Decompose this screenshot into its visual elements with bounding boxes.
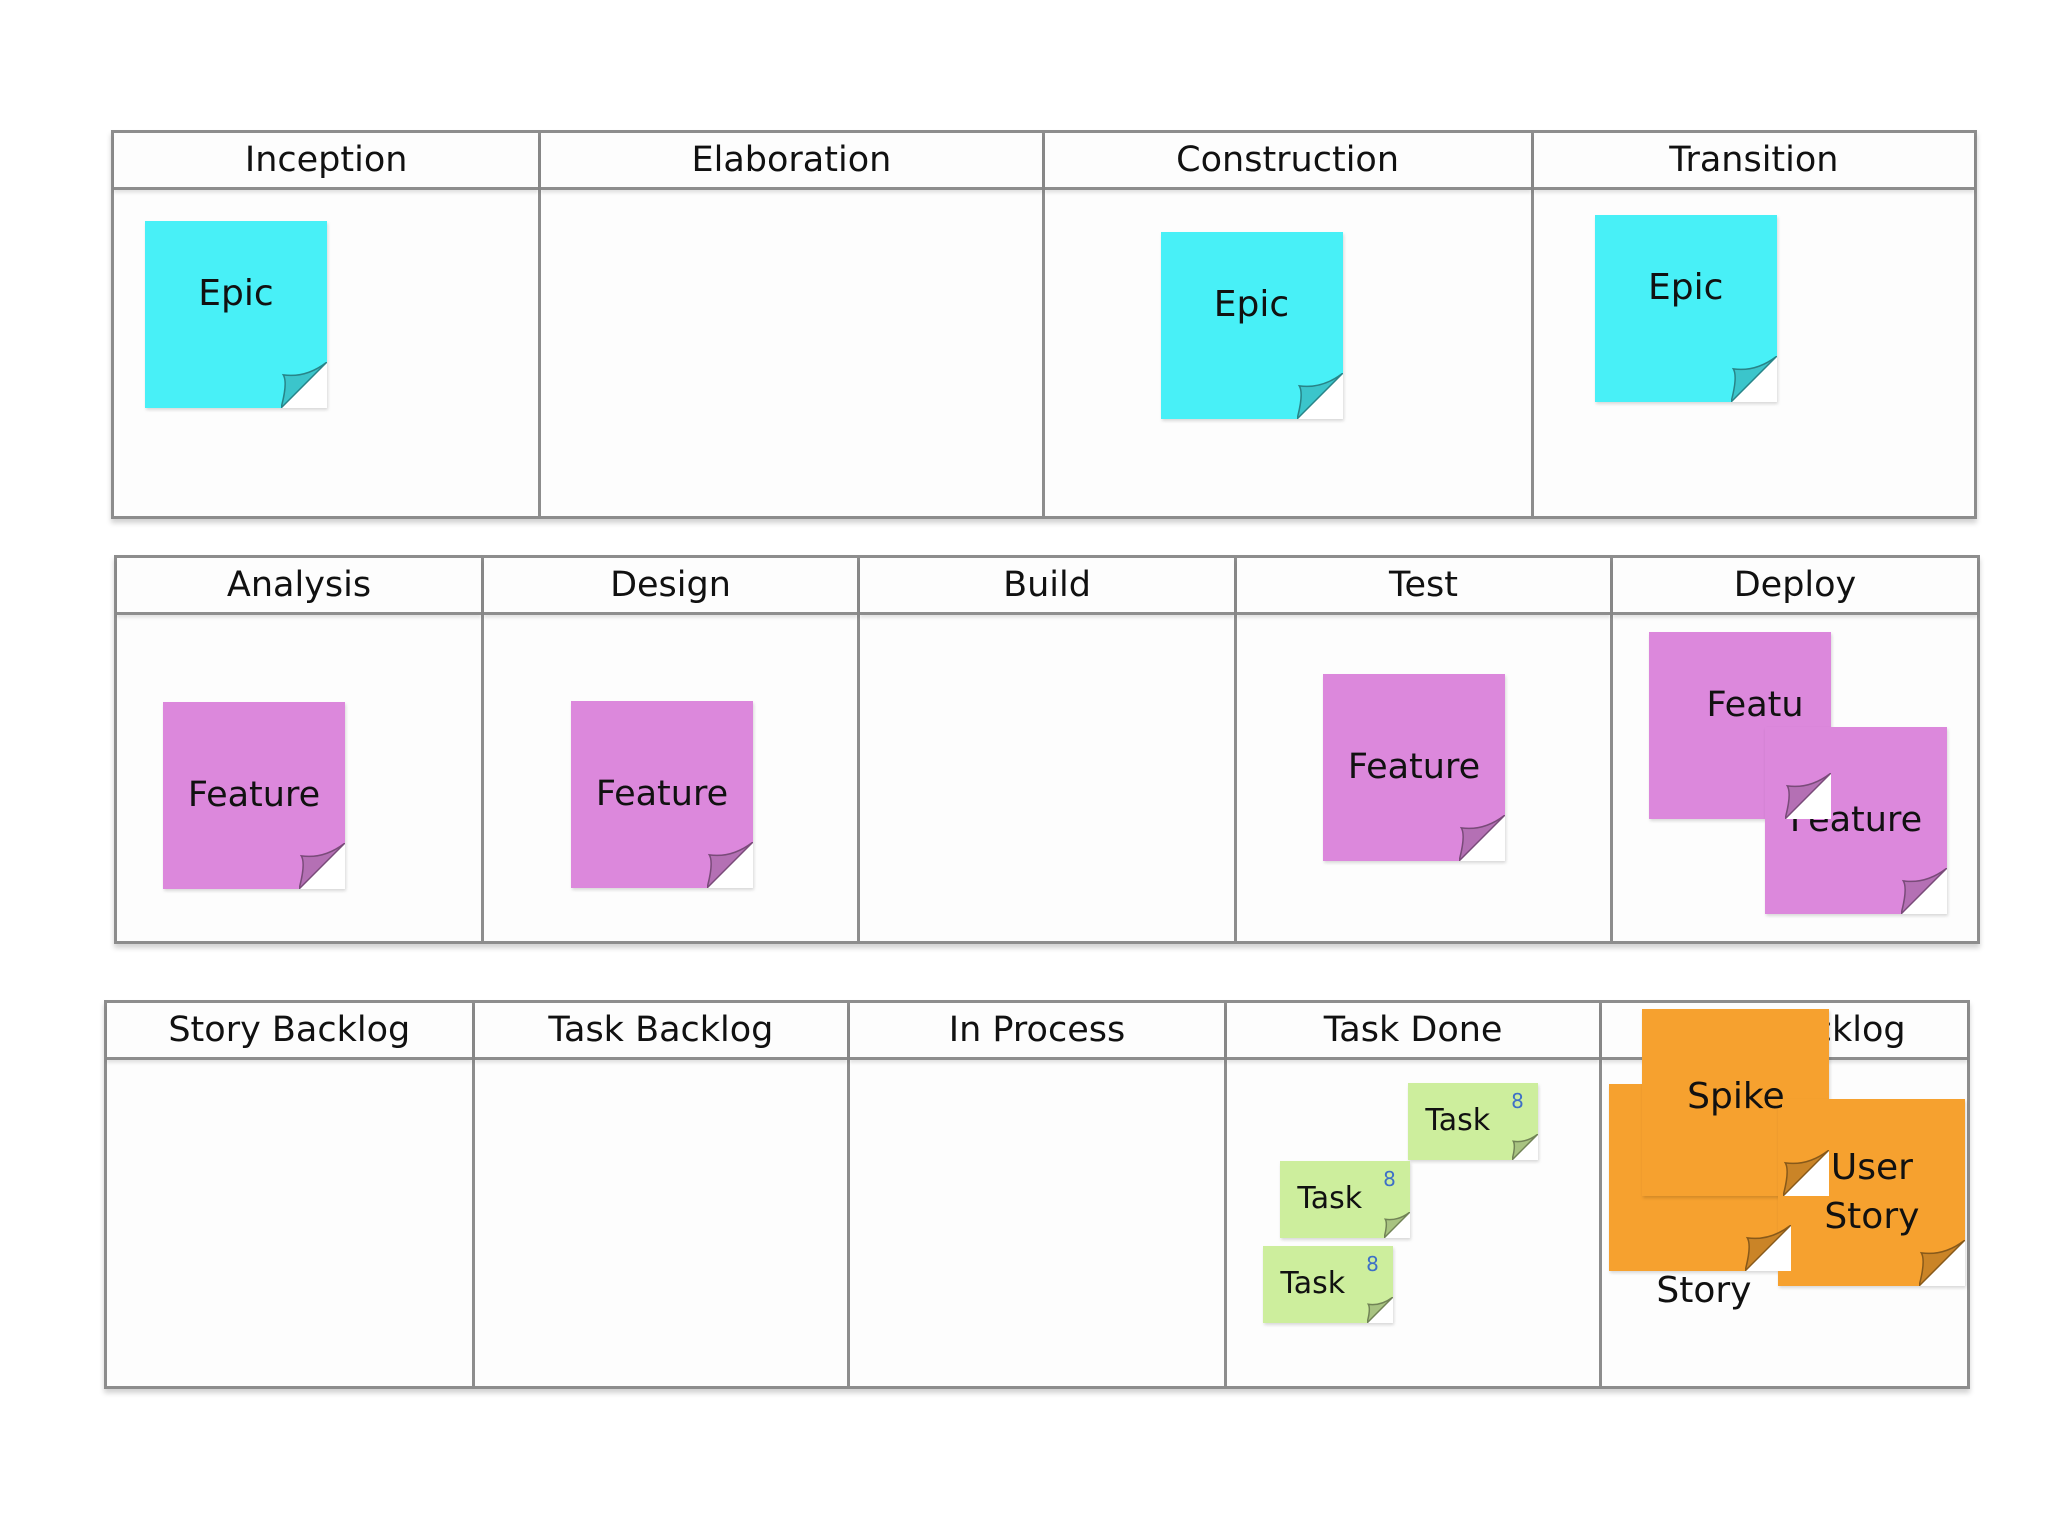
task-estimate-badge: 8 — [1383, 1167, 1396, 1191]
task-sticky-note[interactable]: Task 8 — [1407, 1083, 1538, 1160]
note-label: Epic — [1213, 284, 1290, 326]
page-curl-icon — [281, 362, 327, 408]
note-label: Task — [1280, 1266, 1346, 1302]
feature-sticky-note[interactable]: Feature — [1323, 674, 1505, 861]
page-curl-icon — [1511, 1134, 1538, 1160]
page-curl-icon — [707, 842, 753, 888]
column-header: Transition — [1533, 133, 1974, 190]
task-sticky-note[interactable]: Task 8 — [1279, 1161, 1410, 1238]
page-curl-icon — [299, 843, 345, 889]
note-label: Epic — [1648, 267, 1724, 309]
user-story-sticky-note[interactable]: User Story — [1778, 1099, 1966, 1286]
task-estimate-badge: 8 — [1366, 1252, 1379, 1276]
task-sticky-note[interactable]: Task 8 — [1262, 1246, 1393, 1323]
note-label-line: Story — [1824, 1195, 1920, 1237]
column-task-backlog: Task Backlog — [474, 1003, 851, 1386]
column-header: Task Done — [1226, 1003, 1600, 1060]
column-task-done: Task Done Task 8 Task 8 Task 8 — [1226, 1003, 1603, 1386]
epic-sticky-note[interactable]: Epic — [1594, 215, 1777, 402]
column-header: Build — [860, 558, 1234, 615]
delivery-board: Analysis Feature Design Feature Build Te… — [114, 555, 1980, 944]
note-label: Feature — [1347, 746, 1481, 787]
column-header: Story Backlog — [107, 1003, 472, 1060]
note-label: Feature — [595, 773, 729, 814]
column-construction: Construction Epic — [1044, 133, 1534, 516]
spike-story-label-line2: Story — [1656, 1270, 1752, 1311]
column-transition: Transition Epic — [1533, 133, 1974, 516]
feature-sticky-note[interactable]: Feature — [571, 701, 753, 888]
page-curl-icon — [1383, 1212, 1410, 1238]
column-header: Deploy — [1613, 558, 1977, 615]
iteration-board: Story Backlog Task Backlog In Process Ta… — [104, 1000, 1970, 1389]
column-test: Test Feature — [1237, 558, 1613, 941]
epic-sticky-note[interactable]: Epic — [1160, 232, 1343, 419]
column-header: Test — [1237, 558, 1610, 615]
phase-board: Inception Epic Elaboration Construction … — [111, 130, 1977, 519]
task-estimate-badge: 8 — [1511, 1089, 1524, 1113]
note-label: Epic — [198, 273, 274, 315]
column-header: In Process — [850, 1003, 1224, 1060]
note-label: Feature — [1789, 799, 1923, 840]
page-curl-icon — [1296, 373, 1343, 419]
column-header: Inception — [114, 133, 539, 190]
note-label-line: User — [1830, 1146, 1913, 1188]
note-label: Feature — [187, 774, 321, 815]
note-label: Spike — [1687, 1076, 1785, 1118]
note-label: User Story — [1824, 1144, 1919, 1241]
column-deploy: Deploy Featu Feature — [1613, 558, 1977, 941]
page-curl-icon — [1730, 356, 1777, 402]
column-in-process: In Process — [850, 1003, 1227, 1386]
page-curl-icon — [1459, 815, 1505, 861]
column-header: Task Backlog — [474, 1003, 848, 1060]
column-header: Analysis — [117, 558, 481, 615]
column-build: Build — [860, 558, 1237, 941]
note-label: Featu — [1706, 684, 1804, 725]
column-design: Design Feature — [484, 558, 860, 941]
feature-sticky-note[interactable]: Featu — [1649, 632, 1831, 819]
column-story-done: Story Backlog Spike User Story Story — [1602, 1003, 1967, 1386]
column-inception: Inception Epic — [114, 133, 542, 516]
page-curl-icon — [1901, 868, 1947, 914]
feature-sticky-note[interactable]: Feature — [1765, 727, 1947, 914]
column-story-backlog: Story Backlog — [107, 1003, 475, 1386]
note-label: Task — [1297, 1181, 1363, 1217]
page-curl-icon — [1366, 1297, 1393, 1323]
note-label: Task — [1425, 1103, 1491, 1139]
column-elaboration: Elaboration — [541, 133, 1045, 516]
epic-sticky-note[interactable]: Epic — [145, 221, 327, 408]
column-analysis: Analysis Feature — [117, 558, 484, 941]
page-curl-icon — [1919, 1240, 1966, 1286]
column-header: Construction — [1044, 133, 1531, 190]
column-header: Elaboration — [541, 133, 1042, 190]
feature-sticky-note[interactable]: Feature — [163, 702, 345, 889]
column-header: Design — [484, 558, 857, 615]
